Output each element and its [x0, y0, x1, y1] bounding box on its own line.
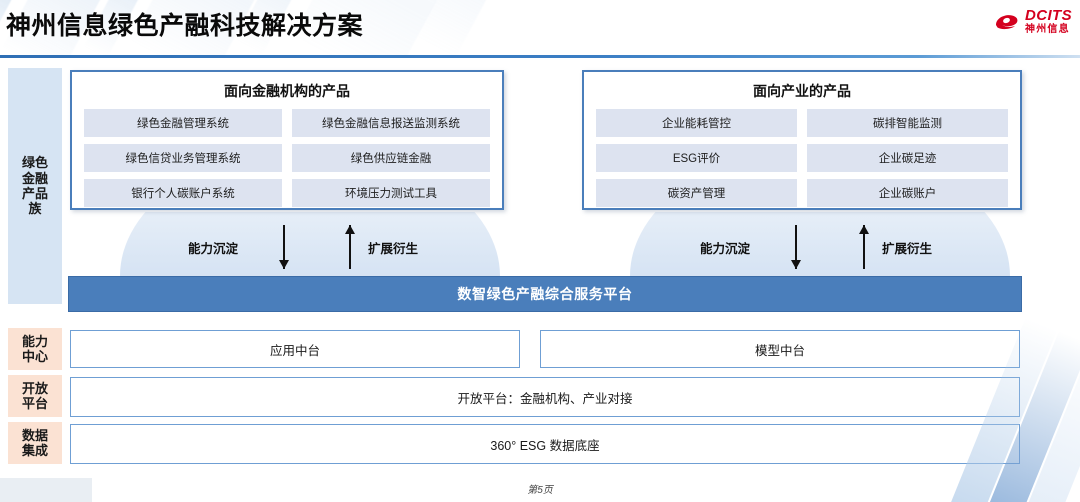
product-chip[interactable]: 绿色金融信息报送监测系统 — [292, 109, 490, 137]
panel-financial-institution-products: 面向金融机构的产品 绿色金融管理系统 绿色金融信息报送监测系统 绿色信贷业务管理… — [70, 70, 504, 210]
platform-bar[interactable]: 数智绿色产融综合服务平台 — [68, 276, 1022, 312]
sidebar-item-data-integration: 数据 集成 — [8, 422, 62, 464]
dcits-swoosh-icon — [996, 14, 1018, 29]
sidebar-item-capability-center: 能力 中心 — [8, 328, 62, 370]
header-divider — [0, 55, 1080, 58]
sidebar-label: 能力 中心 — [21, 333, 48, 364]
arrow-down-icon — [790, 225, 802, 269]
logo-text-cn: 神州信息 — [1025, 24, 1070, 35]
product-chip[interactable]: 环境压力测试工具 — [292, 179, 490, 207]
logo-text-en: DCITS — [1025, 7, 1072, 24]
flow-group-left: 能力沉淀 — [188, 225, 290, 269]
sidebar-item-open-platform: 开放 平台 — [8, 375, 62, 417]
platform-label: 数智绿色产融综合服务平台 — [457, 286, 633, 302]
product-chip[interactable]: 绿色供应链金融 — [292, 144, 490, 172]
panel-title: 面向产业的产品 — [753, 83, 851, 99]
arrow-up-icon — [344, 225, 356, 269]
rowbox-label: 应用中台 — [269, 343, 320, 358]
rowbox-label: 开放平台：金融机构、产业对接 — [457, 391, 633, 406]
flow-label-capability-precipitation: 能力沉淀 — [700, 241, 751, 256]
product-chip[interactable]: 碳排智能监测 — [807, 109, 1008, 137]
product-chip[interactable]: 企业碳账户 — [807, 179, 1008, 207]
flow-group-left-expand: 扩展衍生 — [344, 225, 418, 269]
product-chip[interactable]: 绿色金融管理系统 — [84, 109, 282, 137]
sidebar-label: 绿色 金融 产品 族 — [21, 155, 48, 217]
data-integration-box[interactable]: 360° ESG 数据底座 — [70, 424, 1020, 464]
arrow-down-icon — [278, 225, 290, 269]
product-chip[interactable]: 企业碳足迹 — [807, 144, 1008, 172]
flow-label-capability-precipitation: 能力沉淀 — [188, 241, 239, 256]
open-platform-box[interactable]: 开放平台：金融机构、产业对接 — [70, 377, 1020, 417]
product-chip[interactable]: 企业能耗管控 — [596, 109, 797, 137]
sidebar-label: 开放 平台 — [21, 380, 48, 411]
arrow-up-icon — [858, 225, 870, 269]
flow-label-extension-derivation: 扩展衍生 — [368, 241, 419, 256]
panel-chip-grid: 企业能耗管控 碳排智能监测 ESG评价 企业碳足迹 碳资产管理 企业碳账户 — [584, 109, 1020, 218]
rowbox-label: 模型中台 — [754, 343, 805, 358]
capability-box-model-midplatform[interactable]: 模型中台 — [540, 330, 1020, 368]
product-chip[interactable]: 绿色信贷业务管理系统 — [84, 144, 282, 172]
rowbox-label: 360° ESG 数据底座 — [490, 438, 600, 453]
panel-chip-grid: 绿色金融管理系统 绿色金融信息报送监测系统 绿色信贷业务管理系统 绿色供应链金融… — [72, 109, 502, 218]
capability-arch-right — [630, 212, 1010, 276]
sidebar-label: 数据 集成 — [21, 427, 48, 458]
panel-industry-products: 面向产业的产品 企业能耗管控 碳排智能监测 ESG评价 企业碳足迹 碳资产管理 … — [582, 70, 1022, 210]
slide-header: 神州信息绿色产融科技解决方案 DCITS 神州信息 — [0, 0, 1080, 58]
sidebar-item-green-finance-products: 绿色 金融 产品 族 — [8, 68, 62, 304]
flow-group-right-expand: 扩展衍生 — [858, 225, 932, 269]
product-chip[interactable]: ESG评价 — [596, 144, 797, 172]
page-number: 第5页 — [527, 485, 553, 496]
flow-group-right: 能力沉淀 — [700, 225, 802, 269]
product-chip[interactable]: 银行个人碳账户系统 — [84, 179, 282, 207]
capability-box-application-midplatform[interactable]: 应用中台 — [70, 330, 520, 368]
capability-arch-left — [120, 212, 500, 276]
page-title: 神州信息绿色产融科技解决方案 — [6, 12, 364, 40]
flow-label-extension-derivation: 扩展衍生 — [882, 241, 933, 256]
corner-grey-block — [0, 478, 92, 502]
brand-logo: DCITS 神州信息 — [994, 8, 1072, 35]
product-chip[interactable]: 碳资产管理 — [596, 179, 797, 207]
panel-title: 面向金融机构的产品 — [224, 83, 350, 99]
